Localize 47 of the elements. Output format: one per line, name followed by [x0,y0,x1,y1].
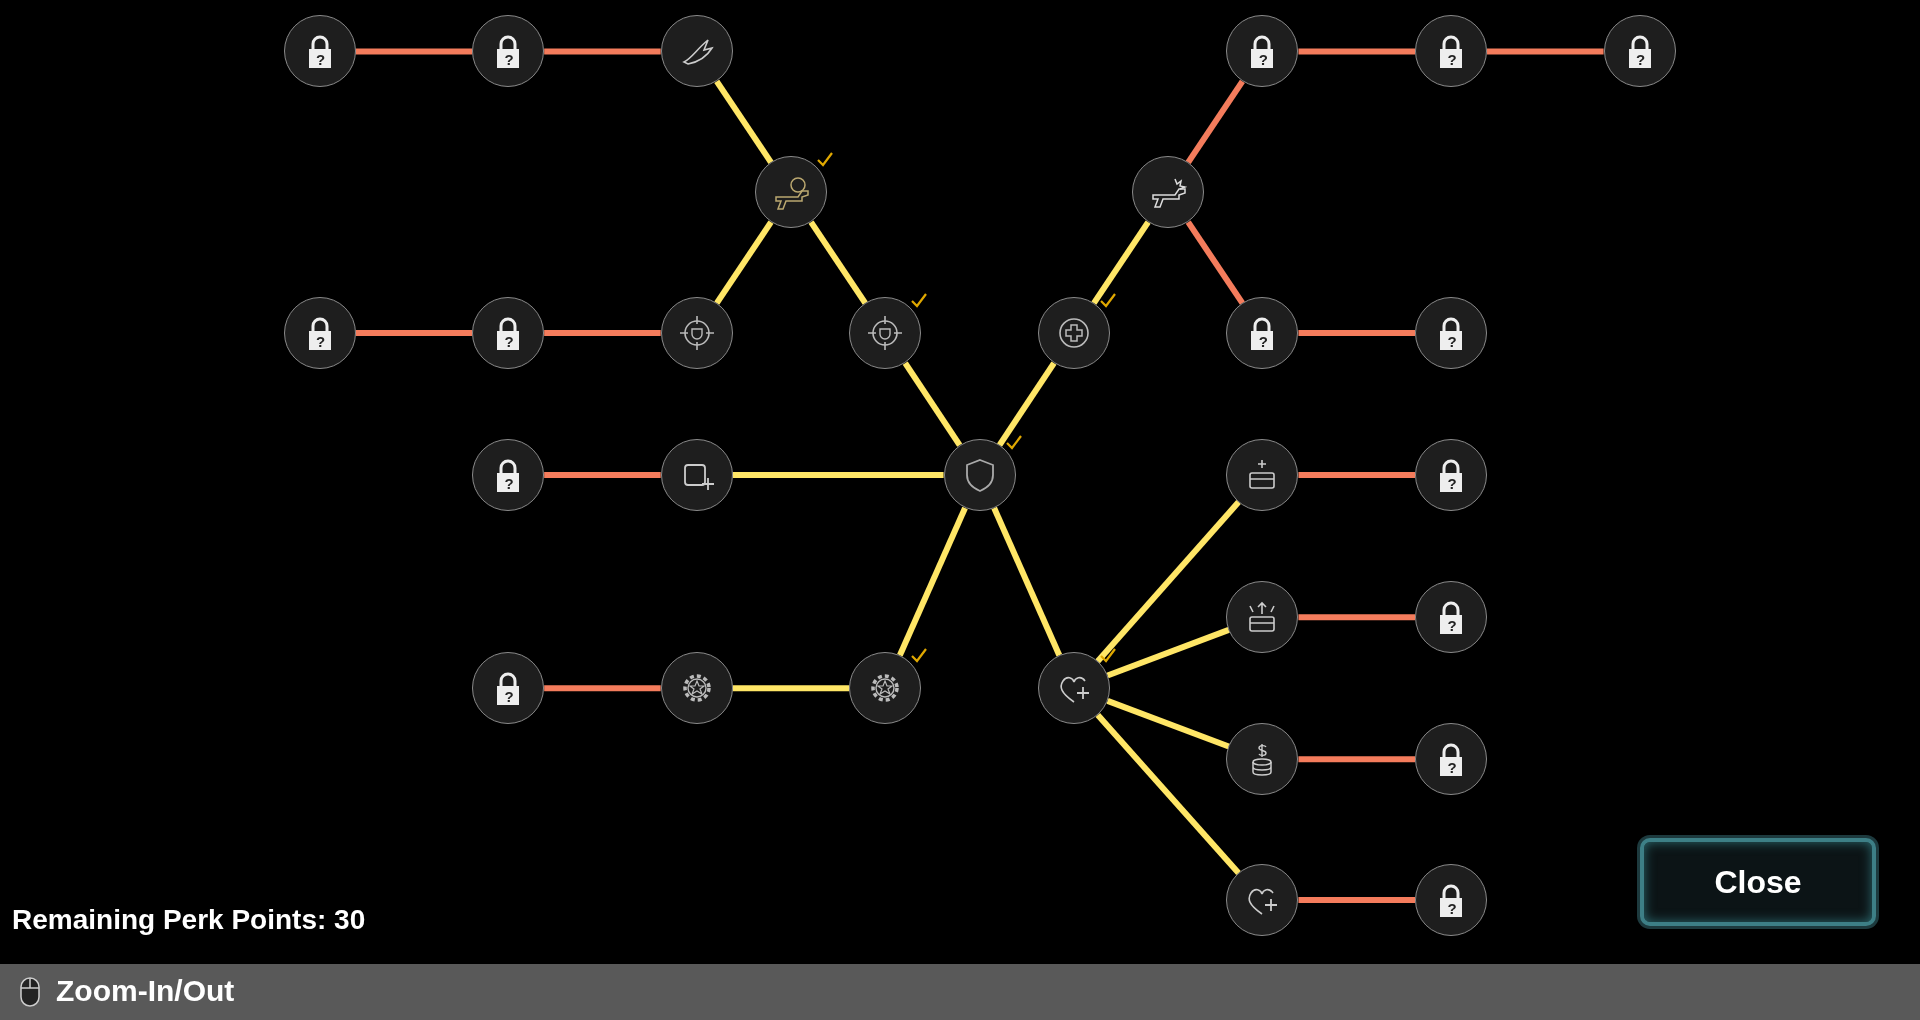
connector-line [1091,220,1151,305]
connector-line [1095,713,1241,876]
connector-line [808,220,868,305]
question-mark: ? [315,50,327,71]
connector-line [714,220,774,305]
connector-line [355,48,473,55]
question-mark: ? [1635,50,1647,71]
connector-line [544,685,661,692]
connector-line [997,361,1057,447]
connector-line [1298,614,1415,621]
question-mark: ? [1446,332,1458,353]
connector-line [732,685,850,692]
question-mark: ? [503,474,515,495]
question-mark: ? [1446,616,1458,637]
connector-line [991,506,1063,657]
connector-line [1298,330,1415,337]
connector-line [1298,48,1415,55]
question-mark: ? [1446,474,1458,495]
points-text: Remaining Perk Points: 30 [12,904,366,936]
connector-line [732,472,944,479]
connector-line [1095,500,1241,664]
connector-line [355,330,473,337]
connector-line [1298,897,1415,903]
connector-line [714,79,774,164]
question-mark: ? [1446,899,1458,919]
connector-line [1185,220,1245,305]
question-mark: ? [1446,758,1458,779]
hint-text: Zoom-In/Out [56,974,235,1008]
question-mark: ? [503,50,515,71]
connector-line [897,506,968,657]
question-mark: ? [1257,332,1269,353]
connector-line [1487,48,1604,55]
question-mark: ? [503,687,515,708]
connector-line [544,48,661,55]
connector-line [1298,756,1415,763]
connector-line [544,330,661,337]
question-mark: ? [315,332,327,353]
connector-line [902,361,963,447]
connector-line [1298,472,1415,479]
connector-line [1106,627,1230,679]
connector-line [1185,79,1245,164]
question-mark: ? [1446,50,1458,71]
close-button: Close [1640,838,1876,926]
question-mark: ? [503,332,515,353]
connector-line [1106,698,1230,750]
question-mark: ? [1257,50,1269,71]
connector-line [544,472,661,479]
